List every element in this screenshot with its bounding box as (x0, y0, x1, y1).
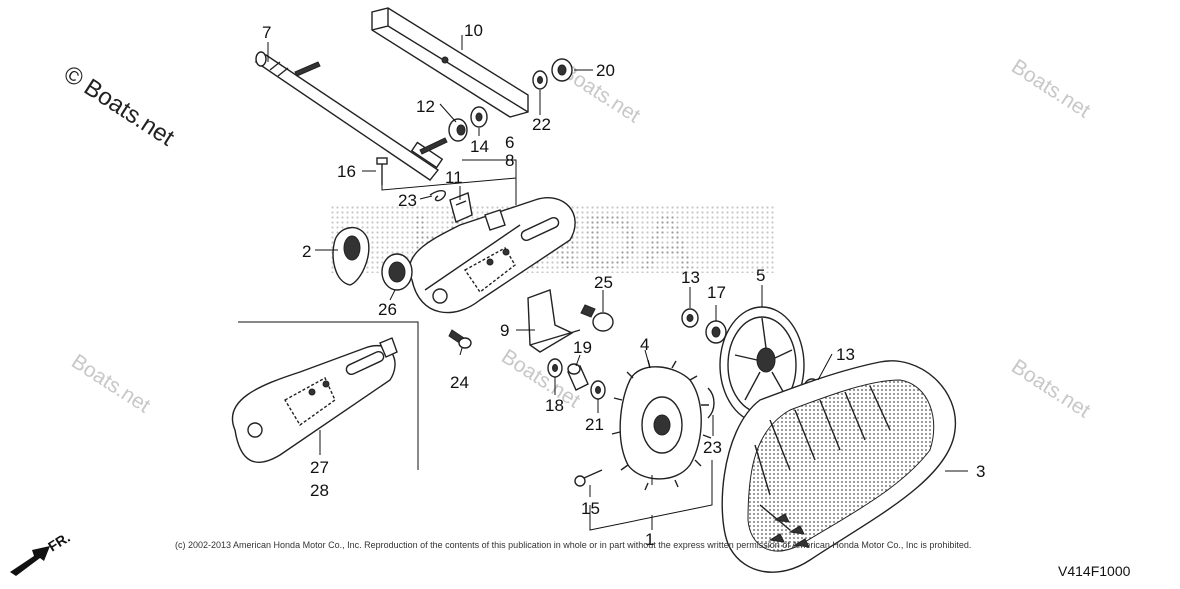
part-13-washer-a (681, 308, 699, 328)
part-26-bearing (381, 253, 413, 291)
callout-3: 3 (976, 462, 985, 481)
callout-19: 19 (573, 338, 592, 357)
copyright-notice: (c) 2002-2013 American Honda Motor Co., … (175, 540, 971, 550)
part-11-clip (449, 192, 473, 223)
callout-18: 18 (545, 396, 564, 415)
front-label: FR. (45, 529, 73, 555)
callout-4: 4 (640, 335, 649, 354)
callout-9: 9 (500, 321, 509, 340)
callout-8: 8 (505, 151, 514, 170)
callout-numbers: 7 10 12 14 20 22 6 8 16 11 23 2 26 25 9 … (262, 21, 985, 549)
part-22-washer (532, 70, 548, 90)
callout-21: 21 (585, 415, 604, 434)
callout-10: 10 (464, 21, 483, 40)
callout-11: 11 (445, 168, 463, 187)
watermark-3: Boats.net (67, 350, 154, 418)
callout-13-lower: 13 (836, 345, 855, 364)
front-indicator: FR. (10, 529, 73, 576)
callout-5: 5 (756, 266, 765, 285)
callout-13-upper: 13 (681, 268, 700, 287)
callout-23-upper: 23 (398, 191, 417, 210)
callout-12: 12 (416, 97, 435, 116)
part-10-rail (371, 7, 529, 118)
part-23-pin-lower (707, 387, 715, 419)
part-12-nut (448, 118, 468, 142)
callout-27: 27 (310, 458, 329, 477)
callout-15: 15 (581, 499, 600, 518)
part-7-shaft (254, 51, 448, 181)
callout-28: 28 (310, 481, 329, 500)
part-27-28-cover (231, 321, 419, 470)
part-23-pin (429, 190, 447, 202)
leader-lines (267, 35, 968, 531)
callout-7: 7 (262, 23, 271, 42)
watermark-main: © Boats.net (59, 60, 179, 151)
part-20-nut (551, 58, 573, 82)
part-19-collar (567, 363, 589, 391)
part-4-sprocket (611, 359, 712, 491)
part-25-bolt (580, 304, 614, 332)
diagram-code: V414F1000 (1058, 563, 1131, 579)
callout-26: 26 (378, 300, 397, 319)
part-3-track (721, 360, 957, 573)
part-21-washer (590, 380, 606, 400)
watermark-5: Boats.net (1007, 355, 1094, 423)
front-arrow-icon (10, 546, 50, 576)
callout-17: 17 (707, 283, 726, 302)
callout-2: 2 (302, 242, 311, 261)
callout-16: 16 (337, 162, 356, 181)
part-17-collar (705, 320, 727, 344)
callout-6: 6 (505, 133, 514, 152)
part-2-housing (332, 226, 370, 286)
callout-25: 25 (594, 273, 613, 292)
part-24-bolt (448, 329, 472, 349)
callout-1: 1 (645, 530, 654, 549)
callout-24: 24 (450, 373, 469, 392)
callout-23-lower: 23 (703, 438, 722, 457)
part-16-bolt (376, 157, 388, 185)
part-9-bracket (527, 289, 581, 353)
callout-20: 20 (596, 61, 615, 80)
part-14-washer (470, 106, 488, 128)
callout-22: 22 (532, 115, 551, 134)
part-6-8-belt-case (408, 197, 576, 314)
watermark-2: Boats.net (1007, 55, 1094, 123)
callout-14: 14 (470, 137, 489, 156)
part-18-washer (547, 358, 563, 378)
part-15-bolt (574, 469, 603, 487)
